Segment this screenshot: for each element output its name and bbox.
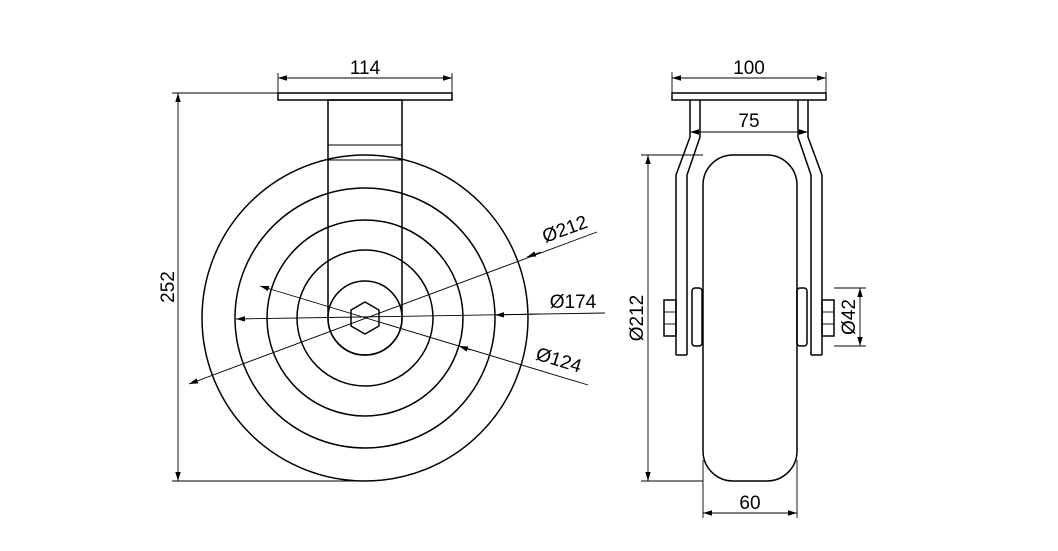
dim-text-d124: Ø124 (533, 344, 584, 378)
leader-d174 (235, 312, 606, 322)
top-plate (277, 92, 453, 101)
dim-text-d174: Ø174 (550, 292, 597, 313)
axle-hex-nut (350, 301, 380, 335)
dim-text-75: 75 (738, 111, 759, 132)
fork-left-arm (675, 100, 701, 356)
side-top-plate (671, 92, 827, 101)
hub-boss-right (796, 287, 808, 347)
dim-text-d42: Ø42 (839, 299, 860, 335)
axle-bolt-head (663, 299, 677, 337)
fork-right-arm (797, 100, 823, 356)
dim-text-252: 252 (158, 271, 179, 303)
dim-text-d212-side: Ø212 (627, 295, 648, 341)
dim-text-114: 114 (350, 58, 381, 79)
leader-d124 (259, 285, 589, 386)
wheel-rim-circle (234, 187, 496, 449)
dim-text-d212: Ø212 (540, 212, 591, 248)
wheel-side-profile (702, 154, 798, 482)
front-view: 114 252 Ø212 Ø174 Ø124 (158, 58, 606, 482)
hub-boss-left (691, 287, 703, 347)
dim-text-60: 60 (739, 493, 760, 514)
side-view: 100 75 Ø212 Ø42 60 (627, 58, 866, 518)
dim-text-100: 100 (733, 58, 765, 79)
leader-d212 (188, 231, 598, 385)
axle-nut (821, 299, 835, 337)
wheel-groove-circle (266, 219, 464, 417)
